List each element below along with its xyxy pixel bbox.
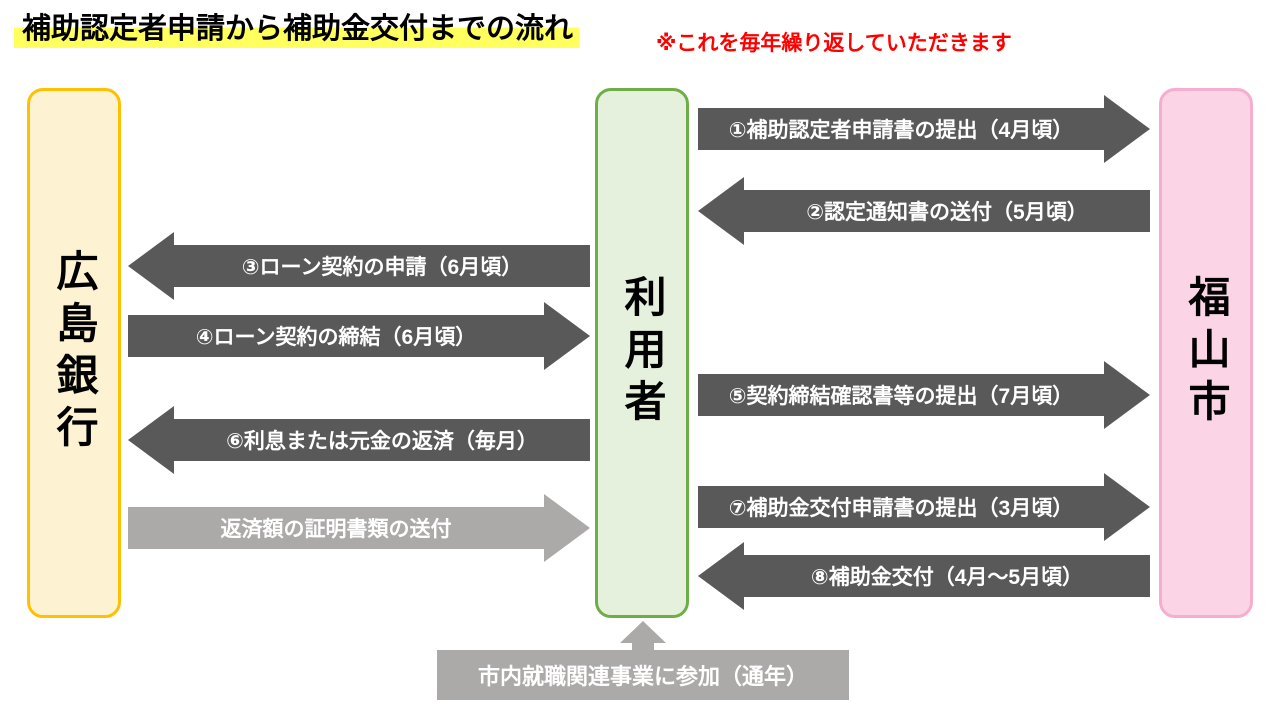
arrow-right-icon bbox=[1104, 473, 1150, 541]
arrow-right-icon bbox=[1104, 95, 1150, 163]
flow-arrow-step8-label: ⑧補助金交付（4月～5月頃） bbox=[744, 555, 1150, 597]
arrow-right-icon bbox=[544, 302, 590, 370]
flow-arrow-step8-grant-payment: ⑧補助金交付（4月～5月頃） bbox=[698, 542, 1150, 610]
page-title-highlight: 補助認定者申請から補助金交付までの流れ bbox=[14, 13, 580, 48]
flow-arrow-step4-loan-contract: ④ローン契約の締結（6月頃） bbox=[128, 302, 590, 370]
flow-arrow-step5-contract-confirmation: ⑤契約締結確認書等の提出（7月頃） bbox=[698, 361, 1150, 429]
arrow-right-icon bbox=[1104, 361, 1150, 429]
flow-arrow-step3-label: ③ローン契約の申請（6月頃） bbox=[174, 245, 590, 287]
entity-user: 利用者 bbox=[595, 88, 689, 618]
annual-repeat-note: ※これを毎年繰り返していただきます bbox=[656, 32, 1012, 55]
flow-arrow-step3-loan-application: ③ローン契約の申請（6月頃） bbox=[128, 232, 590, 300]
participation-box-label: 市内就職関連事業に参加（通年） bbox=[477, 664, 808, 689]
entity-fukuyama-city: 福山市 bbox=[1159, 88, 1253, 618]
flow-arrow-step7-grant-application: ⑦補助金交付申請書の提出（3月頃） bbox=[698, 473, 1150, 541]
arrow-left-icon bbox=[698, 542, 744, 610]
flow-arrow-step4-label: ④ローン契約の締結（6月頃） bbox=[128, 315, 544, 357]
flow-arrow-step6-repayment: ⑥利息または元金の返済（毎月） bbox=[128, 406, 590, 474]
flow-arrow-step2-certification-notice: ②認定通知書の送付（5月頃） bbox=[698, 177, 1150, 245]
arrow-right-icon bbox=[544, 494, 590, 562]
flow-arrow-step5-label: ⑤契約締結確認書等の提出（7月頃） bbox=[698, 374, 1104, 416]
arrow-left-icon bbox=[128, 406, 174, 474]
page-title: 補助認定者申請から補助金交付までの流れ bbox=[14, 10, 580, 49]
arrow-left-icon bbox=[128, 232, 174, 300]
flow-arrow-step7-label: ⑦補助金交付申請書の提出（3月頃） bbox=[698, 486, 1104, 528]
entity-fukuyama-city-label: 福山市 bbox=[1183, 275, 1230, 431]
flow-arrow-step2-label: ②認定通知書の送付（5月頃） bbox=[744, 190, 1150, 232]
entity-user-label: 利用者 bbox=[619, 275, 666, 431]
flow-arrow-step1-label: ①補助認定者申請書の提出（4月頃） bbox=[698, 108, 1104, 150]
entity-hiroshima-bank-label: 広島銀行 bbox=[51, 249, 98, 457]
entity-hiroshima-bank: 広島銀行 bbox=[27, 88, 121, 618]
flow-arrow-step1-certification-application: ①補助認定者申請書の提出（4月頃） bbox=[698, 95, 1150, 163]
flow-arrow-step6-label: ⑥利息または元金の返済（毎月） bbox=[174, 419, 590, 461]
participation-box: 市内就職関連事業に参加（通年） bbox=[437, 650, 849, 700]
arrow-left-icon bbox=[698, 177, 744, 245]
flow-arrow-repayment-certificate: 返済額の証明書類の送付 bbox=[128, 494, 590, 562]
arrow-up-icon bbox=[620, 621, 666, 643]
flow-arrow-repayment-certificate-label: 返済額の証明書類の送付 bbox=[128, 507, 544, 549]
